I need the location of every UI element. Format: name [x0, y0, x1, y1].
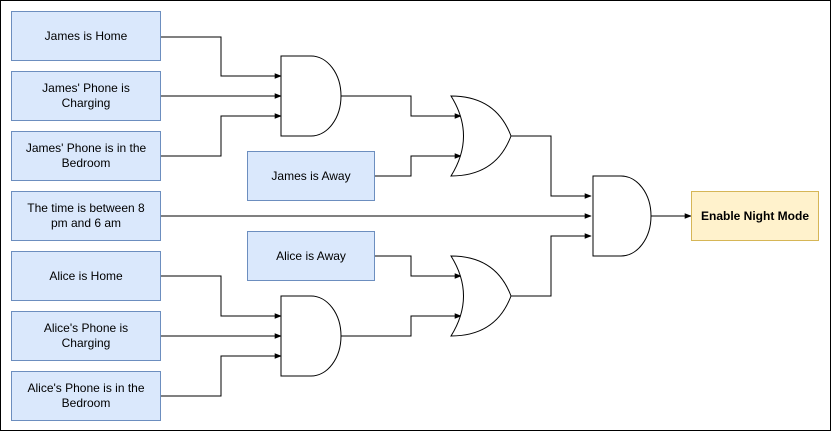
input-alice-phone-bedroom: Alice's Phone is in the Bedroom: [11, 371, 161, 421]
input-time-window-label: The time is between 8 pm and 6 am: [27, 201, 145, 230]
input-alice-phone-charging-label: Alice's Phone is Charging: [43, 321, 129, 350]
input-james-away-label: James is Away: [271, 168, 351, 183]
output-enable-night-mode-label: Enable Night Mode: [701, 208, 809, 223]
input-alice-home: Alice is Home: [11, 251, 161, 301]
input-alice-away: Alice is Away: [247, 231, 375, 281]
wire-or-james-to-final: [511, 135, 592, 199]
input-alice-away-label: Alice is Away: [276, 248, 346, 263]
input-james-home: James is Home: [11, 11, 161, 61]
input-james-phone-bedroom-label: James' Phone is in the Bedroom: [25, 141, 147, 170]
input-alice-phone-bedroom-label: Alice's Phone is in the Bedroom: [27, 381, 145, 410]
input-james-away: James is Away: [247, 151, 375, 201]
input-alice-home-label: Alice is Home: [49, 268, 123, 283]
wire-james-phone-bedroom: [161, 113, 282, 157]
and-gate-final: [592, 175, 652, 257]
input-james-phone-bedroom: James' Phone is in the Bedroom: [11, 131, 161, 181]
input-time-window: The time is between 8 pm and 6 am: [11, 191, 161, 241]
input-alice-phone-charging: Alice's Phone is Charging: [11, 311, 161, 361]
wire-and-james-to-or-james: [341, 95, 462, 119]
input-james-phone-charging-label: James' Phone is Charging: [42, 81, 130, 110]
input-james-home-label: James is Home: [44, 28, 128, 43]
wire-james-home: [161, 36, 282, 79]
or-gate-james: [450, 95, 512, 177]
input-james-phone-charging: James' Phone is Charging: [11, 71, 161, 121]
wire-alice-phone-bedroom: [161, 353, 282, 397]
and-gate-james: [280, 55, 342, 137]
wire-alice-away: [375, 255, 462, 279]
wire-alice-home: [161, 275, 282, 319]
and-gate-alice: [280, 295, 342, 377]
wire-and-alice-to-or-alice: [341, 313, 462, 337]
output-enable-night-mode: Enable Night Mode: [691, 191, 819, 241]
or-gate-alice: [450, 255, 512, 337]
wire-or-alice-to-final: [511, 233, 592, 297]
wire-james-away: [375, 153, 462, 177]
